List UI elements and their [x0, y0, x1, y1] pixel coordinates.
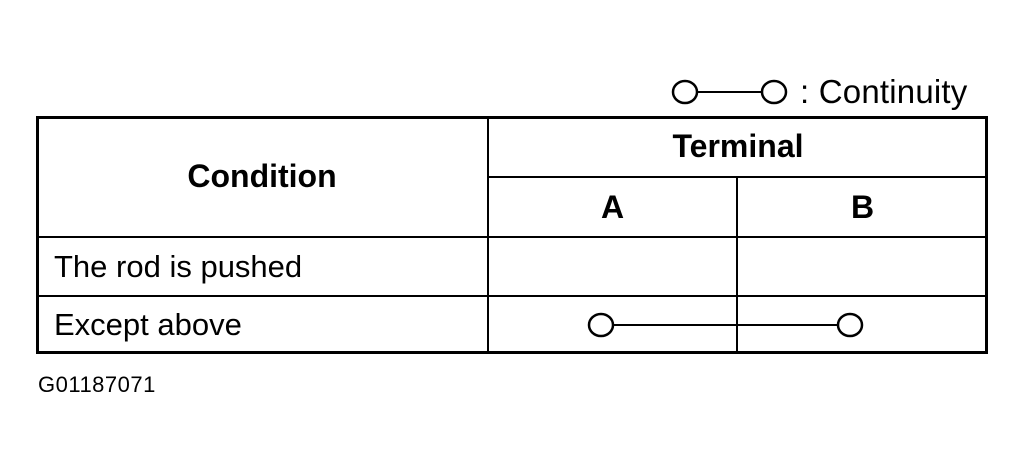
header-condition: Condition [187, 158, 337, 194]
header-terminal-b: B [850, 188, 875, 225]
continuity-symbol-icon [671, 79, 788, 105]
row-2-continuity-icon [587, 312, 864, 338]
row-condition-except-above: Except above [54, 307, 242, 342]
continuity-legend: : Continuity [670, 72, 990, 112]
row-condition-rod-pushed: The rod is pushed [54, 248, 303, 284]
continuity-table: Condition Terminal A B The rod is pushed… [36, 116, 988, 354]
continuity-marks [587, 312, 864, 338]
header-terminal-a: A [600, 188, 625, 225]
figure-id: G01187071 [38, 372, 156, 397]
legend-label: : Continuity [800, 73, 968, 110]
header-terminal: Terminal [672, 128, 804, 164]
